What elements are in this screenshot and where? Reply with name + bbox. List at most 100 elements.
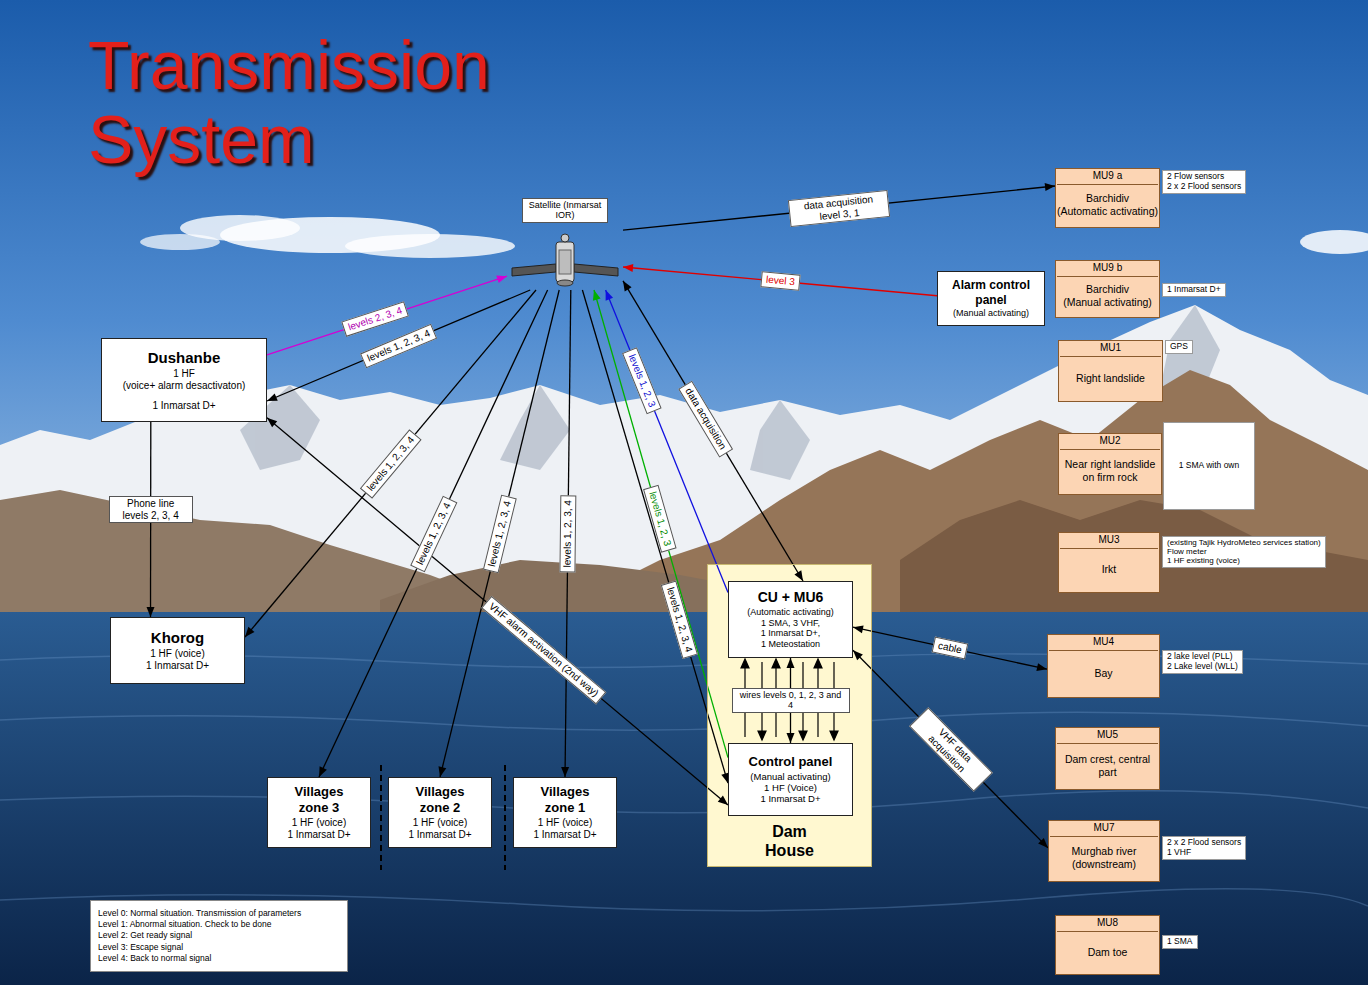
arrow-head — [245, 627, 254, 637]
measuring-unit-box: MU4Bay — [1047, 634, 1160, 698]
box-title: Khorog — [151, 629, 204, 647]
connector-line — [623, 267, 937, 296]
wire-arrows — [772, 659, 780, 668]
measuring-unit-box: MU9 bBarchidiv(Manual activating) — [1055, 260, 1160, 318]
arrow-head — [593, 290, 601, 301]
connector-line — [440, 290, 559, 777]
unit-text: (Manual activating) — [1063, 296, 1152, 309]
wire-arrows — [741, 659, 749, 668]
cloud — [140, 215, 1368, 258]
box-text: 1 Meteostation — [761, 639, 820, 650]
note-text: 1 HF existing (voice) — [1167, 556, 1240, 565]
legend-text: Level 4: Back to normal signal — [98, 953, 211, 964]
unit-id: MU3 — [1060, 533, 1158, 549]
zone-divider — [381, 765, 505, 870]
zone-divider — [504, 765, 506, 870]
box-text: 1 Inmarsat D+ — [408, 829, 471, 841]
box-text: 1 Inmarsat D+ — [146, 660, 209, 672]
box-text: 1 Inmarsat D+ — [761, 793, 821, 804]
wave — [0, 791, 1368, 813]
cloud — [140, 234, 220, 250]
arrow-head — [561, 767, 569, 777]
note-box: 1 Inmarsat D+ — [1162, 283, 1226, 297]
note-text: 2 x 2 Flood sensors — [1167, 838, 1241, 848]
connector — [853, 625, 1047, 671]
arrow-head — [496, 276, 507, 284]
unit-id: MU4 — [1049, 635, 1158, 651]
connector-line — [853, 627, 1047, 669]
edge-label: VHF data acquisition — [909, 707, 993, 791]
connector-line — [267, 290, 530, 401]
station-box: CU + MU6(Automatic activating)1 SMA, 3 V… — [728, 581, 853, 658]
zone-divider — [380, 765, 382, 870]
unit-text: Irkt — [1102, 563, 1117, 576]
connector — [267, 290, 530, 401]
edge-label: levels 1, 2, 3 — [623, 347, 662, 414]
unit-text: Dam crest, central part — [1057, 753, 1158, 778]
note-box: 1 SMA — [1162, 935, 1198, 949]
connector — [623, 281, 803, 581]
sky — [0, 0, 1368, 640]
box-title: Alarm control panel — [943, 278, 1039, 307]
wire-arrows — [799, 731, 807, 740]
note-box: 2 Flow sensors2 x 2 Flood sensors — [1162, 170, 1246, 194]
connector-line — [319, 290, 548, 777]
connector-line — [267, 418, 728, 805]
satellite-icon — [561, 234, 569, 242]
cloud — [1300, 230, 1368, 254]
connector — [245, 290, 536, 637]
connector-line — [623, 186, 1055, 230]
box-text: 1 HF — [173, 368, 195, 380]
legend-text: Level 3: Escape signal — [98, 942, 183, 953]
box-title: CU + MU6 — [758, 589, 824, 606]
edge-label: levels 2, 3, 4 — [341, 302, 409, 337]
box-text: 1 HF (voice) — [292, 817, 346, 829]
mountain-shadow — [500, 385, 570, 470]
box-text: 1 Inmarsat D+ — [533, 829, 596, 841]
satellite-label: Satellite (Inmarsat IOR) — [522, 198, 608, 223]
connector-line — [853, 650, 1048, 848]
unit-text: Barchidiv — [1086, 192, 1129, 205]
connector — [623, 183, 1055, 230]
box-title: Villages zone 3 — [279, 784, 359, 815]
measuring-unit-box: MU2Near right landslide on firm rock — [1058, 433, 1162, 495]
wire-arrows — [814, 659, 822, 668]
box-text: 1 HF (voice) — [538, 817, 592, 829]
dam-title: Dam House — [755, 822, 825, 860]
unit-id: MU8 — [1057, 916, 1158, 932]
legend-text: Level 0: Normal situation. Transmission … — [98, 908, 301, 919]
wave — [0, 712, 1368, 730]
measuring-unit-box: MU5Dam crest, central part — [1055, 727, 1160, 790]
station-box: Khorog1 HF (voice)1 Inmarsat D+ — [110, 617, 245, 684]
note-box: 1 SMA with own — [1163, 422, 1255, 510]
box-text: (voice+ alarm desactivaton) — [123, 380, 246, 392]
connector — [853, 650, 1048, 848]
lake — [0, 612, 1368, 985]
note-text: Flow meter — [1167, 547, 1207, 556]
unit-text: Murghab river (downstream) — [1050, 845, 1158, 870]
note-box: 2 x 2 Flood sensors1 VHF — [1162, 836, 1246, 860]
edge-label: cable — [932, 637, 968, 659]
measuring-unit-box: MU9 aBarchidiv(Automatic activating) — [1055, 168, 1160, 228]
edge-label: data acquisition — [678, 381, 732, 457]
unit-text: Dam toe — [1088, 946, 1128, 959]
station-box: Dushanbe1 HF(voice+ alarm desactivaton)1… — [101, 338, 267, 422]
arrow-head — [438, 766, 446, 777]
measuring-unit-box: MU7Murghab river (downstream) — [1048, 820, 1160, 882]
wave — [0, 654, 1368, 911]
box-text: 1 HF (Voice) — [764, 782, 817, 793]
dam-house-box: Dam House CU + MU6(Automatic activating)1… — [707, 564, 872, 867]
note-text: 1 SMA — [1167, 937, 1193, 947]
dam-house-fill — [707, 564, 872, 867]
station-box: Villages zone 21 HF (voice)1 Inmarsat D+ — [388, 777, 492, 848]
box-text: 1 Inmarsat D+ — [152, 400, 215, 412]
arrow-head — [787, 733, 795, 743]
box-text: 1 Inmarsat D+, — [761, 628, 820, 639]
brown-hills — [900, 500, 1368, 620]
arrow-head — [1038, 838, 1048, 848]
edge-label: levels 1, 2, 3, 4 — [410, 495, 457, 572]
satellite-icon — [574, 264, 618, 276]
mountain-shadow — [750, 400, 810, 480]
station-box: Villages zone 11 HF (voice)1 Inmarsat D+ — [513, 777, 617, 848]
